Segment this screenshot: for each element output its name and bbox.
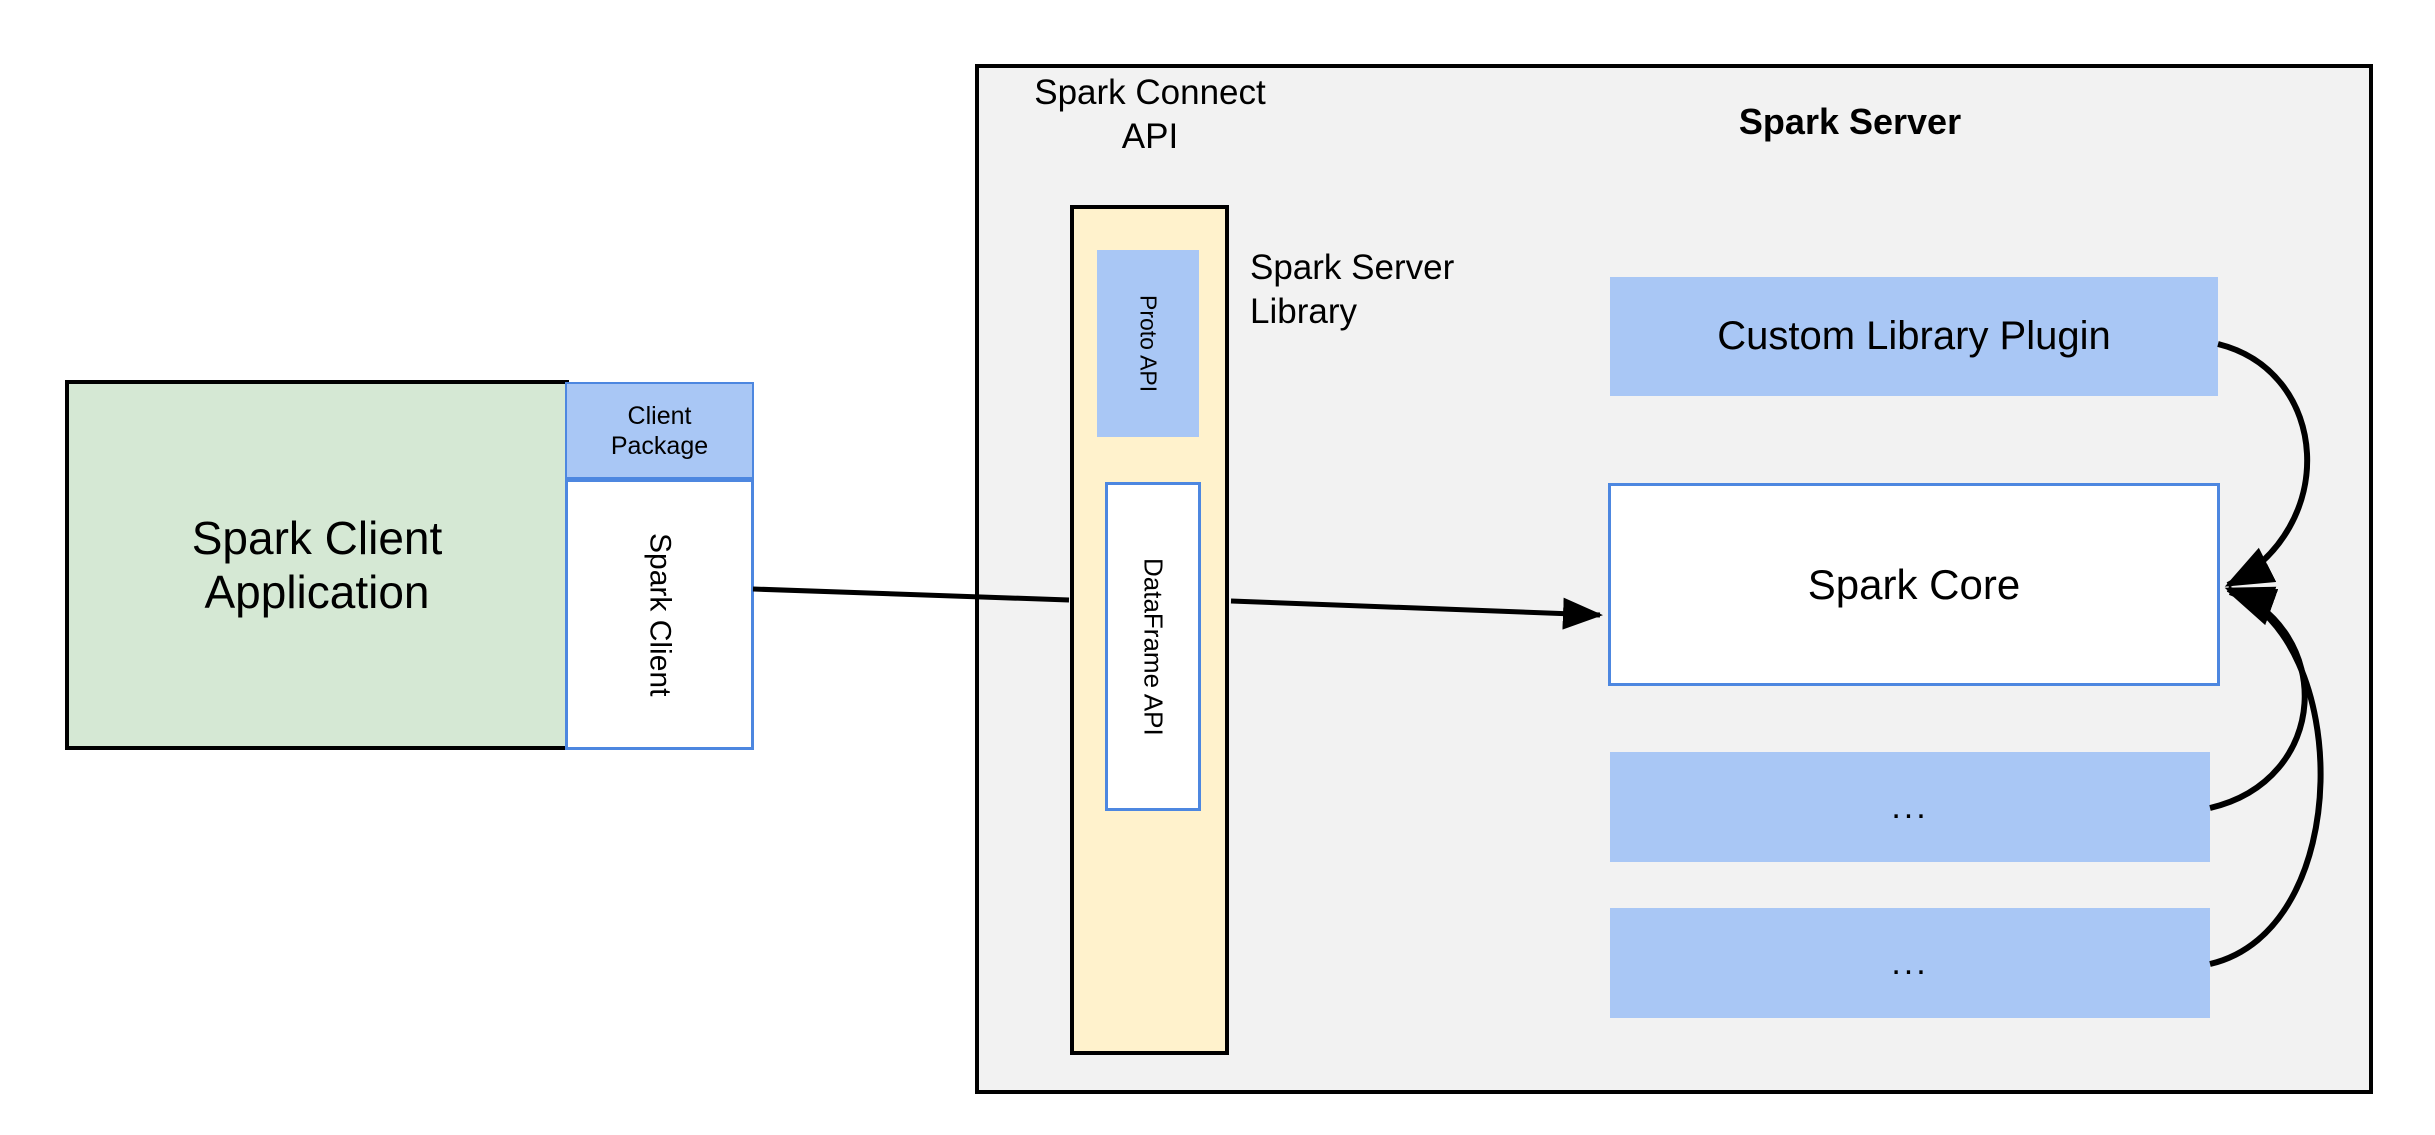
placeholder-label-2: ...: [1891, 943, 1929, 982]
spark-core-label: Spark Core: [1807, 560, 2021, 608]
spark-server-library-label-line2: Library: [1250, 292, 1357, 331]
custom-library-plugin-box[interactable]: Custom Library Plugin: [1610, 277, 2218, 396]
spark-connect-api-label: Spark Connect API: [1005, 70, 1295, 160]
placeholder-label-1: ...: [1891, 787, 1929, 826]
spark-server-library-label: Spark Server Library: [1250, 245, 1550, 335]
spark-client-application-box[interactable]: Spark Client Application: [65, 380, 569, 750]
placeholder-box-1[interactable]: ...: [1610, 752, 2210, 862]
spark-core-box[interactable]: Spark Core: [1608, 483, 2220, 686]
spark-client-application-label-line1: Spark Client: [191, 511, 443, 564]
spark-client-label: Spark Client: [643, 532, 677, 697]
dataframe-api-label: DataFrame API: [1138, 557, 1169, 736]
spark-connect-api-label-line1: Spark Connect: [1034, 73, 1266, 113]
client-package-label-line2: Package: [610, 431, 709, 460]
spark-server-library-label-line1: Spark Server: [1250, 248, 1455, 288]
spark-client-application-label-line2: Application: [204, 566, 430, 618]
proto-api-label: Proto API: [1135, 294, 1162, 393]
dataframe-api-box[interactable]: DataFrame API: [1105, 482, 1201, 811]
spark-connect-api-label-line2: API: [1121, 117, 1179, 156]
client-package-label-line1: Client: [627, 401, 692, 430]
client-package-box[interactable]: Client Package: [565, 382, 754, 479]
proto-api-box[interactable]: Proto API: [1097, 250, 1199, 437]
custom-library-plugin-label: Custom Library Plugin: [1717, 314, 2111, 358]
spark-server-title: Spark Server: [1738, 101, 1962, 142]
placeholder-box-2[interactable]: ...: [1610, 908, 2210, 1018]
spark-client-box[interactable]: Spark Client: [565, 479, 754, 750]
